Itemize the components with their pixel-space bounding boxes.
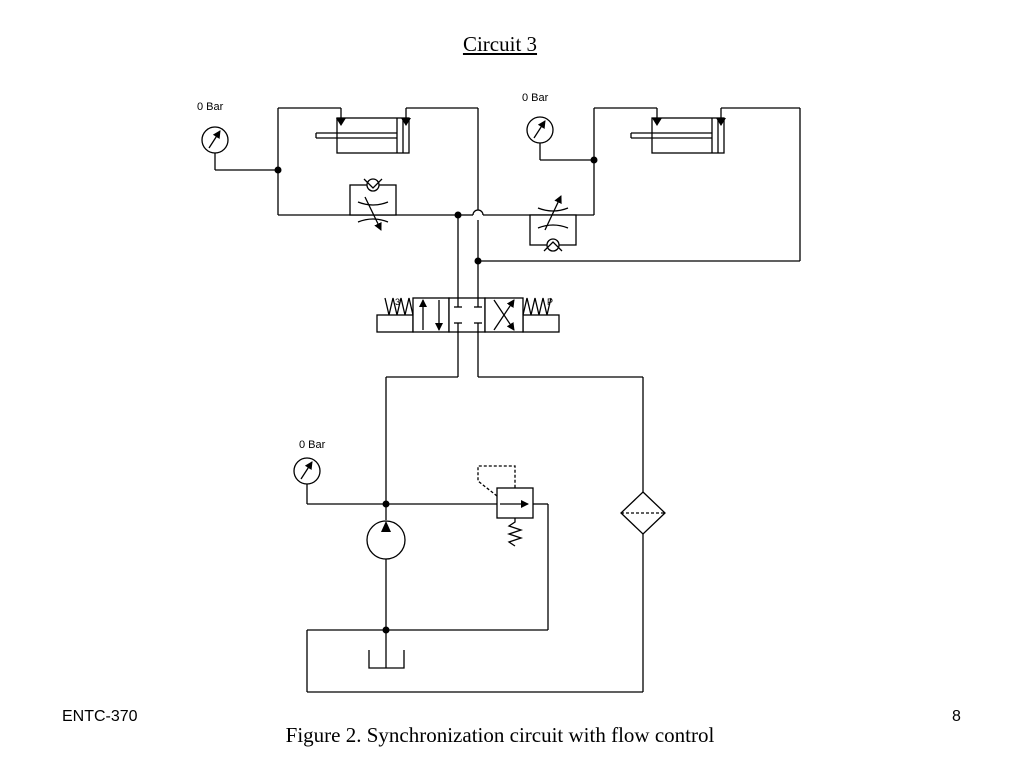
return-filter (620, 491, 666, 692)
directional-control-valve: 3 P (376, 297, 560, 333)
figure-caption: Figure 2. Synchronization circuit with f… (285, 723, 715, 747)
course-code: ENTC-370 (62, 708, 138, 725)
reservoir-tank (368, 630, 405, 669)
pressure-relief-valve (477, 465, 549, 630)
diagram-title: Circuit 3 (462, 32, 538, 56)
page-number: 8 (952, 708, 961, 725)
left-pressure-gauge: 0 Bar (197, 101, 278, 171)
left-cylinder (315, 108, 411, 154)
pump-gauge-label: 0 Bar (299, 439, 326, 451)
right-flow-control-valve (529, 195, 577, 252)
right-cylinder (630, 108, 726, 154)
right-spring-label: P (547, 297, 553, 307)
right-gauge-label: 0 Bar (522, 92, 549, 104)
left-flow-control-valve (349, 178, 397, 231)
right-pressure-gauge: 0 Bar (522, 92, 594, 161)
hydraulic-pump (366, 504, 406, 630)
left-gauge-label: 0 Bar (197, 101, 224, 113)
pump-pressure-gauge: 0 Bar (293, 439, 326, 504)
left-spring-label: 3 (395, 297, 400, 307)
